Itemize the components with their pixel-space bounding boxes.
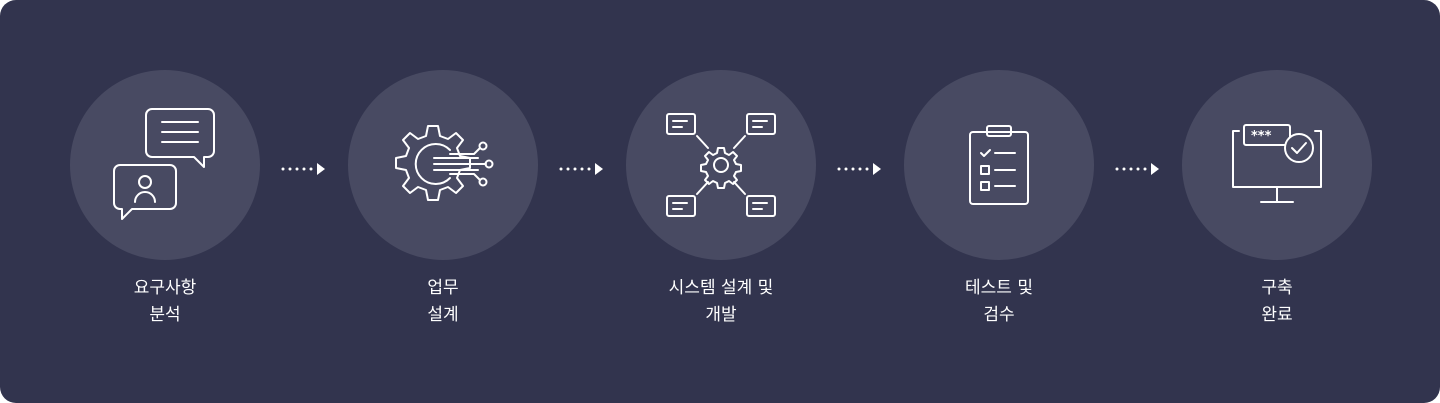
monitor-check-icon: *** (1229, 123, 1325, 207)
step-circle (70, 70, 260, 260)
step-label-line1: 테스트 및 (965, 278, 1033, 298)
step-label-line1: 구축 (1261, 278, 1293, 298)
step-requirements-analysis: 요구사항 분석 (70, 70, 260, 325)
step-label: 구축 완료 (1152, 275, 1402, 329)
step-business-design: 업무 설계 (348, 70, 538, 325)
clipboard-checklist-icon (967, 124, 1031, 206)
chat-bubbles-icon (110, 105, 220, 225)
arrow-connector (836, 161, 882, 175)
step-system-design-dev: 시스템 설계 및 개발 (626, 70, 816, 325)
network-gear-icon (665, 110, 777, 220)
step-label-line2: 완료 (1261, 305, 1293, 325)
step-deployment-complete: *** 구축 완료 (1182, 70, 1372, 325)
arrow-connector (558, 161, 604, 175)
step-label-line1: 업무 (427, 278, 459, 298)
svg-text:***: *** (1251, 129, 1272, 144)
step-label-line2: 설계 (427, 305, 459, 325)
step-circle (626, 70, 816, 260)
step-label-line2: 개발 (705, 305, 737, 325)
step-label-line1: 요구사항 (133, 278, 197, 298)
step-label: 업무 설계 (318, 275, 568, 329)
step-circle (904, 70, 1094, 260)
arrow-connector (280, 161, 326, 175)
arrow-connector (1114, 161, 1160, 175)
step-label: 테스트 및 검수 (874, 275, 1124, 329)
step-label-line2: 분석 (149, 305, 181, 325)
step-label: 시스템 설계 및 개발 (596, 275, 846, 329)
step-test-inspection: 테스트 및 검수 (904, 70, 1094, 325)
step-label: 요구사항 분석 (40, 275, 290, 329)
step-label-line2: 검수 (983, 305, 1015, 325)
gear-circuit-icon (388, 120, 498, 210)
step-circle: *** (1182, 70, 1372, 260)
step-label-line1: 시스템 설계 및 (668, 278, 774, 298)
step-circle (348, 70, 538, 260)
